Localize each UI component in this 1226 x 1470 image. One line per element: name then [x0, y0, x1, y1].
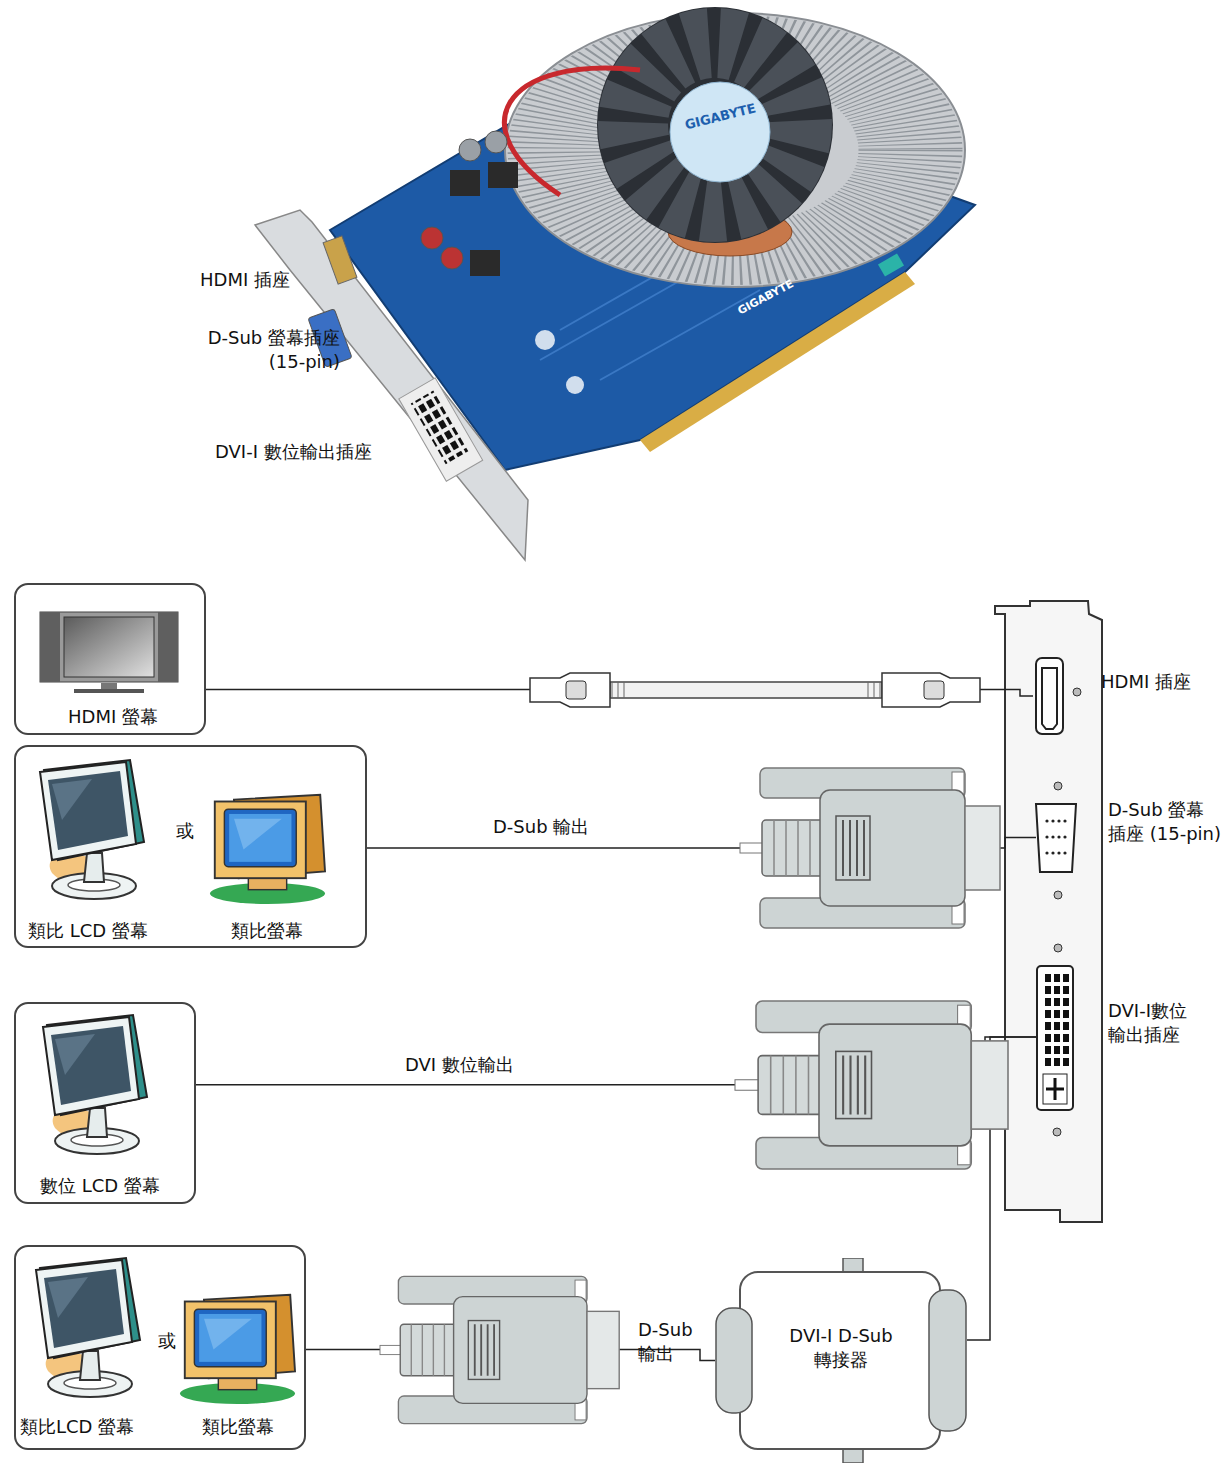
port-label: D-Sub 螢幕 插座 (15-pin) [1108, 798, 1226, 846]
hdmi-logo [924, 681, 944, 699]
dvi-socket [1037, 966, 1073, 1110]
cable-ridge [612, 682, 880, 698]
lcd-monitor-icon [36, 1258, 140, 1397]
graphics-card [255, 7, 975, 560]
or-label: 或 [158, 1329, 176, 1353]
fan-wire [504, 68, 640, 195]
dsub-plug [380, 1276, 619, 1423]
tv-speaker [40, 612, 60, 682]
tv-speaker [158, 612, 178, 682]
hdmi-socket [1036, 658, 1063, 734]
monitor-box: HDMI 螢幕 [14, 583, 206, 735]
tv-screen [64, 617, 154, 677]
screw [1073, 688, 1081, 696]
hdmi-cable [530, 673, 980, 707]
dvi-plug [735, 1001, 1008, 1169]
capacitor [421, 227, 443, 249]
adapter-label: DVI-I D-Sub 轉接器 [776, 1324, 906, 1372]
screw [1053, 1128, 1061, 1136]
inductor [470, 250, 500, 276]
pcb-logo [535, 330, 555, 350]
dsub-plug [740, 768, 1000, 928]
dvi-analog-pins [1043, 1074, 1067, 1104]
bracket-plate [995, 601, 1102, 1222]
adapter-end [929, 1290, 966, 1431]
or-label: 或 [176, 819, 194, 843]
dsub-port: D-Sub 螢幕 插座 (15-pin) [1036, 800, 1076, 875]
lcd-monitor-icon [40, 760, 144, 899]
hdmi-tv-icon [40, 612, 178, 693]
part-label: HDMI 插座 [200, 268, 290, 292]
inductor [450, 170, 480, 196]
dvi-port: DVI-I數位 輸出插座 [1036, 963, 1074, 1111]
monitor-label: HDMI 螢幕 [68, 705, 158, 729]
adapter-block: DVI-I D-Sub 轉接器 [715, 1258, 967, 1463]
hdmi-logo [566, 681, 586, 699]
dvi-cross [1046, 1078, 1064, 1100]
slot-latch [878, 253, 904, 276]
screw [1054, 891, 1062, 899]
card-bracket-front [995, 601, 1102, 1222]
port-label: DVI-I數位 輸出插座 [1108, 999, 1208, 1047]
capacitor [441, 247, 463, 269]
dvi-pins [411, 391, 469, 465]
inductor [488, 162, 518, 188]
hdmi-plug [882, 673, 980, 707]
edge-label: DVI 數位輸出 [405, 1053, 514, 1077]
part-label: D-Sub 螢幕插座 (15-pin) [190, 326, 340, 374]
adapter-body [740, 1272, 940, 1449]
gold-fingers [640, 272, 915, 452]
cable-body [610, 682, 882, 698]
monitor-box: 數位 LCD 螢幕 [14, 1002, 196, 1204]
capacitor [485, 131, 507, 153]
screw [1054, 944, 1062, 952]
monitor-label: 類比LCD 螢幕 [20, 1415, 134, 1439]
adapter-end [716, 1308, 752, 1413]
hdmi-port: HDMI 插座 [1033, 656, 1065, 736]
monitor-label: 類比螢幕 [202, 1415, 274, 1439]
dsub-pins [1045, 812, 1069, 864]
fan-sticker [670, 82, 770, 182]
tv-base [74, 689, 144, 693]
pcb-logo [566, 376, 584, 394]
dsub-socket [1036, 804, 1076, 872]
tv-stand [101, 683, 117, 689]
capacitor [459, 139, 481, 161]
crt-monitor-icon [210, 795, 325, 904]
hdmi-socket [323, 236, 357, 284]
part-label: DVI-I 數位輸出插座 [215, 440, 372, 464]
monitor-label: 數位 LCD 螢幕 [40, 1174, 160, 1198]
crt-monitor-icon [180, 1295, 295, 1404]
hdmi-plug [530, 673, 610, 707]
heatsink [505, 13, 965, 287]
dvi-socket [399, 378, 483, 481]
fan [597, 7, 833, 243]
monitor-box: 類比 LCD 螢幕 或類比螢幕 [14, 745, 367, 948]
card-bracket [255, 210, 528, 560]
edge-label: D-Sub 輸出 [638, 1318, 698, 1366]
port-label: HDMI 插座 [1101, 670, 1191, 694]
fan-blades [633, 43, 797, 207]
hdmi-socket-inner [1042, 668, 1057, 729]
monitor-label: 類比 LCD 螢幕 [28, 919, 148, 943]
dvi-pins [1042, 971, 1069, 1067]
edge-label: D-Sub 輸出 [493, 815, 589, 839]
monitor-box: 類比LCD 螢幕 或類比螢幕 [14, 1245, 306, 1450]
tv-frame [40, 612, 178, 682]
lcd-monitor-icon [43, 1015, 147, 1154]
monitor-label: 類比螢幕 [231, 919, 303, 943]
screw [1054, 782, 1062, 790]
